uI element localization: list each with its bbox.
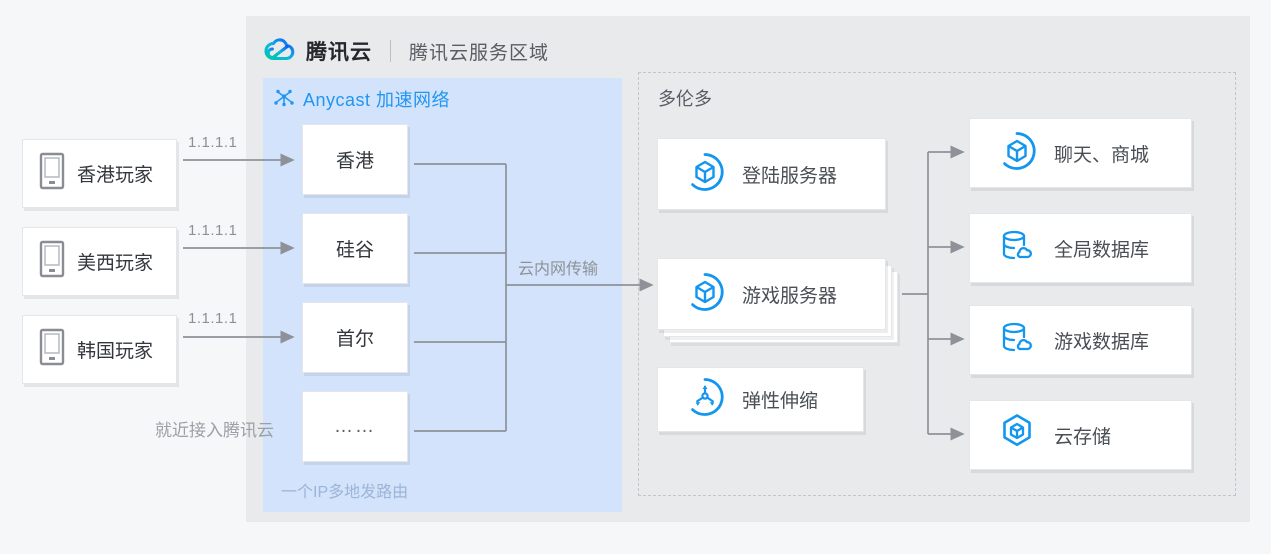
anycast-region-box-siliconvalley[interactable]: 硅谷 bbox=[302, 213, 408, 284]
player-box-korea[interactable]: 韩国玩家 bbox=[22, 315, 177, 384]
ip-label-korea: 1.1.1.1 bbox=[188, 310, 238, 327]
cube-circle-icon bbox=[996, 130, 1038, 177]
service-label: 弹性伸缩 bbox=[742, 391, 819, 412]
service-box-global-database[interactable]: 全局数据库 bbox=[969, 213, 1192, 283]
toronto-region bbox=[638, 72, 1236, 496]
service-box-chat-store[interactable]: 聊天、商城 bbox=[969, 118, 1192, 188]
mobile-device-icon bbox=[39, 152, 65, 195]
service-label: 游戏服务器 bbox=[742, 285, 838, 307]
mobile-device-icon bbox=[39, 328, 65, 371]
region-label: 香港 bbox=[335, 151, 374, 172]
region-label: 硅谷 bbox=[335, 240, 374, 261]
anycast-region-box-more[interactable]: …… bbox=[302, 391, 408, 462]
player-label: 美西玩家 bbox=[77, 253, 154, 274]
service-label: 登陆服务器 bbox=[742, 165, 838, 187]
brand-name: 腾讯云 bbox=[306, 41, 372, 64]
region-label: …… bbox=[334, 415, 376, 437]
hexagon-cube-icon bbox=[996, 412, 1038, 459]
service-label: 聊天、商城 bbox=[1054, 144, 1150, 166]
cloud-header: 腾讯云 腾讯云服务区域 bbox=[262, 33, 549, 69]
service-box-auto-scaling[interactable]: 弹性伸缩 bbox=[657, 367, 864, 432]
service-box-game-server[interactable]: 游戏服务器 bbox=[657, 258, 886, 330]
header-divider bbox=[390, 40, 391, 62]
region-label: 首尔 bbox=[335, 329, 374, 350]
database-cloud-icon bbox=[996, 225, 1038, 272]
anycast-region-box-hongkong[interactable]: 香港 bbox=[302, 124, 408, 195]
tencent-cloud-logo-icon bbox=[262, 38, 296, 64]
service-label: 云存储 bbox=[1054, 426, 1112, 448]
database-cloud-icon bbox=[996, 317, 1038, 364]
ip-label-hongkong: 1.1.1.1 bbox=[188, 134, 238, 151]
toronto-title: 多伦多 bbox=[658, 89, 712, 109]
service-box-game-database[interactable]: 游戏数据库 bbox=[969, 305, 1192, 375]
cube-circle-icon bbox=[684, 151, 726, 198]
ip-label-uswest: 1.1.1.1 bbox=[188, 222, 238, 239]
player-label: 香港玩家 bbox=[77, 165, 154, 186]
anycast-title: Anycast 加速网络 bbox=[303, 90, 451, 110]
service-box-cloud-storage[interactable]: 云存储 bbox=[969, 400, 1192, 470]
intranet-transfer-label: 云内网传输 bbox=[518, 261, 599, 278]
cube-circle-icon bbox=[684, 271, 726, 318]
service-label: 游戏数据库 bbox=[1054, 331, 1150, 353]
player-box-hongkong[interactable]: 香港玩家 bbox=[22, 139, 177, 208]
header-subtitle: 腾讯云服务区域 bbox=[409, 42, 550, 64]
service-box-login-server[interactable]: 登陆服务器 bbox=[657, 138, 886, 210]
service-label: 全局数据库 bbox=[1054, 239, 1150, 261]
one-ip-multi-route-label: 一个IP多地发路由 bbox=[281, 484, 409, 501]
player-label: 韩国玩家 bbox=[77, 341, 154, 362]
auto-scaling-icon bbox=[684, 376, 726, 423]
nearest-access-label: 就近接入腾讯云 bbox=[155, 421, 274, 440]
network-nodes-icon bbox=[272, 86, 296, 110]
player-box-uswest[interactable]: 美西玩家 bbox=[22, 227, 177, 296]
anycast-region-box-seoul[interactable]: 首尔 bbox=[302, 302, 408, 373]
mobile-device-icon bbox=[39, 240, 65, 283]
